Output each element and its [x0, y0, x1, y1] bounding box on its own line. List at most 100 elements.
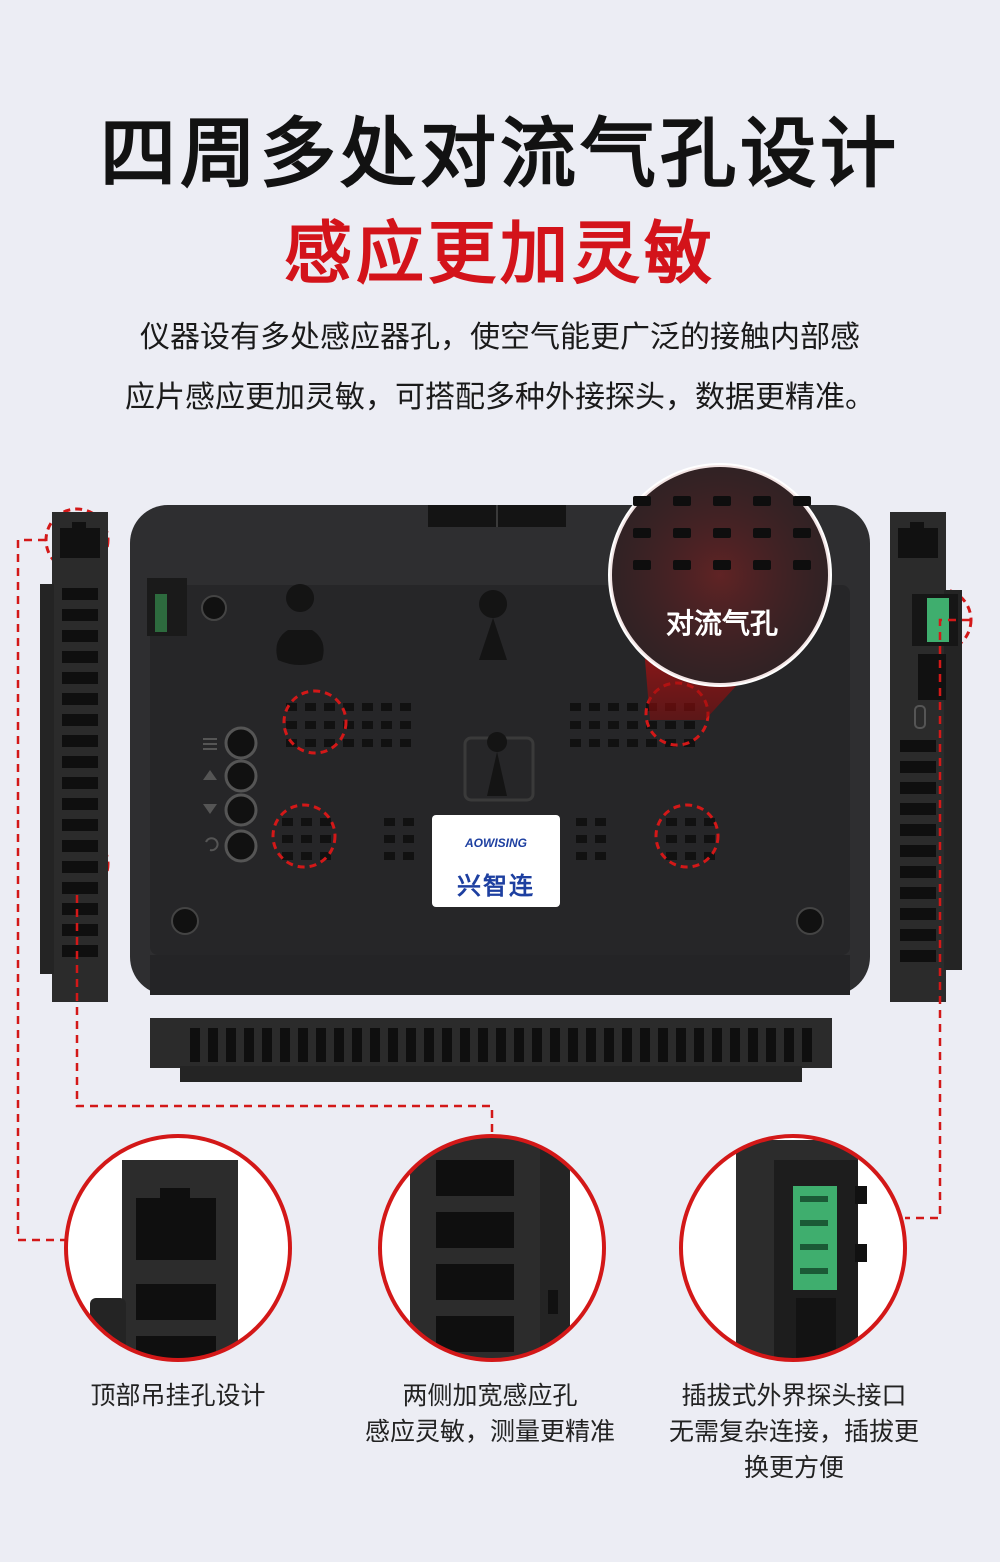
vent-slot [766, 1028, 776, 1062]
caption-line: 无需复杂连接，插拔更 [668, 1417, 919, 1446]
vent-hole [305, 739, 316, 747]
vent-slot [568, 1028, 578, 1062]
vent-hole [589, 721, 600, 729]
vent-hole [595, 818, 606, 826]
caption-line: 顶部吊挂孔设计 [90, 1381, 266, 1410]
vent-slot [62, 756, 98, 768]
vent-slot [190, 1028, 200, 1062]
vent-slot [62, 819, 98, 831]
vent-hole [666, 818, 677, 826]
vent-hole [305, 703, 316, 711]
vent-hole [685, 852, 696, 860]
vent-hole [576, 818, 587, 826]
vent-slot [900, 866, 936, 878]
vent-hole [685, 835, 696, 843]
vent-hole [320, 852, 331, 860]
vent-hole [646, 739, 657, 747]
vent-hole [286, 721, 297, 729]
vent-hole [305, 721, 316, 729]
caption-probe-port: 插拔式外界探头接口 无需复杂连接，插拔更 换更方便 [644, 1378, 944, 1486]
vent-slot [62, 777, 98, 789]
vent-slot [900, 803, 936, 815]
vent-hole [570, 721, 581, 729]
vent-slot [62, 651, 98, 663]
vent-slot [730, 1028, 740, 1062]
vent-hole [301, 818, 312, 826]
vent-slot [262, 1028, 272, 1062]
vent-slot [900, 887, 936, 899]
vent-slot [514, 1028, 524, 1062]
vent-hole [301, 835, 312, 843]
vent-hole [301, 852, 312, 860]
vent-hole [627, 703, 638, 711]
vent-hole [666, 835, 677, 843]
vent-hole [320, 835, 331, 843]
vent-hole [400, 739, 411, 747]
vent-hole [576, 835, 587, 843]
vent-hole [324, 703, 335, 711]
vent-slot [604, 1028, 614, 1062]
vent-slot [62, 945, 98, 957]
vent-slot [900, 824, 936, 836]
connector-lines [16, 538, 970, 1242]
vent-hole [595, 852, 606, 860]
vent-slot [900, 761, 936, 773]
vent-slot [478, 1028, 488, 1062]
vent-slot [784, 1028, 794, 1062]
vent-hole [684, 721, 695, 729]
vent-hole [608, 703, 619, 711]
caption-top-hook: 顶部吊挂孔设计 [28, 1378, 328, 1414]
vent-hole [589, 703, 600, 711]
vent-slot [298, 1028, 308, 1062]
vent-slot [658, 1028, 668, 1062]
vent-slot [460, 1028, 470, 1062]
vent-slot [316, 1028, 326, 1062]
vent-slot [226, 1028, 236, 1062]
vent-hole [343, 703, 354, 711]
vent-hole [400, 703, 411, 711]
detail-circle-side-vents [378, 1134, 606, 1362]
vent-hole [666, 852, 677, 860]
vent-hole [595, 835, 606, 843]
vent-slot [334, 1028, 344, 1062]
vent-slot [424, 1028, 434, 1062]
vent-hole [665, 721, 676, 729]
vent-hole [589, 739, 600, 747]
vent-hole [570, 739, 581, 747]
vent-hole [381, 739, 392, 747]
vent-slot [62, 840, 98, 852]
vent-hole [646, 721, 657, 729]
vent-slot [62, 882, 98, 894]
vent-slot [62, 630, 98, 642]
vent-hole [282, 852, 293, 860]
vent-slot [900, 929, 936, 941]
right-side-view [890, 512, 962, 1002]
vent-slot [442, 1028, 452, 1062]
vent-slot [62, 588, 98, 600]
vent-hole [362, 703, 373, 711]
vent-hole [608, 721, 619, 729]
vent-slot [550, 1028, 560, 1062]
vent-slot [62, 609, 98, 621]
description-line-2: 应片感应更加灵敏，可搭配多种外接探头，数据更精准。 [125, 380, 875, 415]
brand-logo-text: AOWISING [465, 836, 527, 850]
vent-slot [496, 1028, 506, 1062]
vent-hole [608, 739, 619, 747]
vent-hole [384, 835, 395, 843]
vent-hole [362, 721, 373, 729]
vent-slot [900, 782, 936, 794]
vent-hole [343, 739, 354, 747]
vent-slot [62, 693, 98, 705]
bottom-view [150, 1018, 832, 1082]
vent-hole [320, 818, 331, 826]
vent-slot [900, 950, 936, 962]
brand-logo [432, 815, 560, 907]
vent-hole [704, 835, 715, 843]
vent-hole [576, 852, 587, 860]
vent-slot [62, 672, 98, 684]
vent-hole [400, 721, 411, 729]
vent-slot [900, 740, 936, 752]
vent-slot [352, 1028, 362, 1062]
vent-slot [62, 861, 98, 873]
